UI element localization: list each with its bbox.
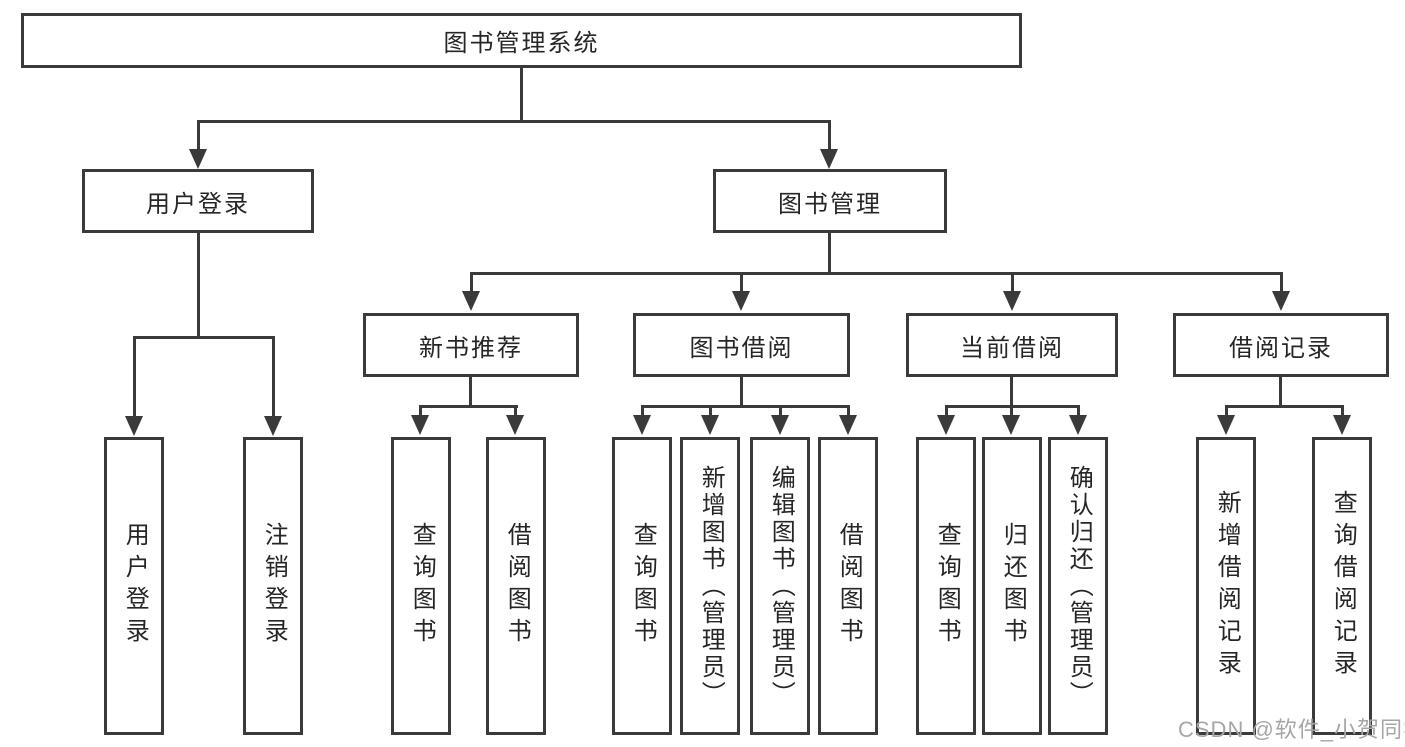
arrow-down-icon (771, 415, 789, 435)
arrow-down-icon (839, 415, 857, 435)
arrow-shaft (419, 405, 422, 417)
arrow-down-icon (125, 416, 143, 436)
arrow-down-icon (1272, 291, 1290, 311)
node-book-borrow: 图书借阅 (633, 313, 850, 377)
arrow-down-icon (820, 149, 838, 169)
csdn-watermark: CSDN @软件_小贺同学 (1178, 717, 1405, 742)
arrow-shaft (1077, 405, 1080, 417)
borrow-records-stem-line (1279, 377, 1282, 405)
leaf-user-login: 用户登录 (104, 437, 164, 735)
arrow-down-icon (264, 416, 282, 436)
leaf-add-book-admin: 新增图书（管理员） (680, 437, 740, 735)
leaf-label: 新增借阅记录 (1213, 490, 1241, 682)
arrow-down-icon (189, 149, 207, 169)
book-borrow-stem-line (740, 377, 743, 405)
arrow-down-icon (701, 415, 719, 435)
node-label: 图书管理系统 (443, 30, 600, 57)
arrow-down-icon (732, 291, 750, 311)
leaf-query-borrow-record: 查询借阅记录 (1312, 437, 1372, 735)
leaf-label: 归还图书 (999, 522, 1027, 650)
node-label: 当前借阅 (960, 334, 1064, 362)
arrow-down-icon (1333, 415, 1351, 435)
arrow-down-icon (633, 415, 651, 435)
arrow-down-icon (1002, 415, 1020, 435)
arrow-shaft (641, 405, 644, 417)
arrow-shaft (828, 120, 831, 150)
node-book-management: 图书管理 (713, 169, 947, 233)
arrow-shaft (1225, 405, 1228, 417)
arrow-down-icon (937, 415, 955, 435)
arrow-shaft (779, 405, 782, 417)
leaf-query-books-borrow: 查询图书 (612, 437, 672, 735)
root-stem-line (520, 68, 523, 120)
node-label: 用户登录 (146, 190, 250, 218)
leaf-label: 注销登录 (260, 522, 288, 650)
arrow-down-icon (1003, 291, 1021, 311)
arrow-down-icon (411, 415, 429, 435)
node-label: 借阅记录 (1229, 334, 1333, 362)
arrow-down-icon (462, 291, 480, 311)
leaf-label: 查询图书 (629, 522, 657, 650)
root-branch-line (197, 120, 831, 123)
arrow-shaft (470, 272, 473, 292)
arrow-shaft (1280, 272, 1283, 292)
leaf-label: 新增图书（管理员） (697, 464, 725, 708)
arrow-shaft (945, 405, 948, 417)
leaf-label: 确认归还（管理员） (1065, 464, 1093, 708)
arrow-shaft (709, 405, 712, 417)
node-label: 图书借阅 (689, 334, 794, 362)
book-mgmt-stem-line (828, 233, 831, 272)
leaf-query-books-recommend: 查询图书 (391, 437, 451, 735)
leaf-label: 借阅图书 (835, 522, 863, 650)
leaf-return-book: 归还图书 (982, 437, 1042, 735)
user-login-stem-line (197, 233, 200, 336)
leaf-borrow-books: 借阅图书 (818, 437, 878, 735)
arrow-shaft (197, 120, 200, 150)
arrow-down-icon (1069, 415, 1087, 435)
arrow-shaft (847, 405, 850, 417)
node-label: 图书管理 (778, 190, 882, 218)
book-mgmt-branch-line (470, 272, 1282, 275)
borrow-records-branch-line (1225, 405, 1343, 408)
leaf-confirm-return-admin: 确认归还（管理员） (1048, 437, 1108, 735)
current-borrow-stem-line (1010, 377, 1013, 405)
arrow-shaft (1341, 405, 1344, 417)
leaf-query-books-current: 查询图书 (916, 437, 976, 735)
node-borrow-records: 借阅记录 (1173, 313, 1389, 377)
book-borrow-branch-line (641, 405, 849, 408)
leaf-label: 查询图书 (933, 522, 961, 650)
leaf-logout: 注销登录 (243, 437, 303, 735)
new-book-stem-line (469, 377, 472, 405)
leaf-edit-book-admin: 编辑图书（管理员） (750, 437, 810, 735)
user-login-branch-line (133, 336, 275, 339)
arrow-shaft (272, 336, 275, 416)
arrow-shaft (740, 272, 743, 292)
leaf-label: 查询图书 (408, 522, 436, 650)
arrow-shaft (1010, 405, 1013, 417)
arrow-down-icon (506, 415, 524, 435)
leaf-add-borrow-record: 新增借阅记录 (1196, 437, 1256, 735)
node-user-login: 用户登录 (82, 169, 314, 233)
leaf-label: 查询借阅记录 (1329, 490, 1357, 682)
arrow-shaft (133, 336, 136, 416)
arrow-down-icon (1217, 415, 1235, 435)
leaf-borrow-books-recommend: 借阅图书 (486, 437, 546, 735)
new-book-branch-line (420, 405, 518, 408)
node-system-root: 图书管理系统 (21, 13, 1022, 68)
node-current-borrow: 当前借阅 (906, 313, 1118, 377)
arrow-shaft (514, 405, 517, 417)
leaf-label: 编辑图书（管理员） (767, 464, 795, 708)
leaf-label: 用户登录 (121, 522, 149, 650)
arrow-shaft (1011, 272, 1014, 292)
node-new-book-recommend: 新书推荐 (363, 313, 579, 377)
node-label: 新书推荐 (419, 334, 523, 362)
leaf-label: 借阅图书 (503, 522, 531, 650)
